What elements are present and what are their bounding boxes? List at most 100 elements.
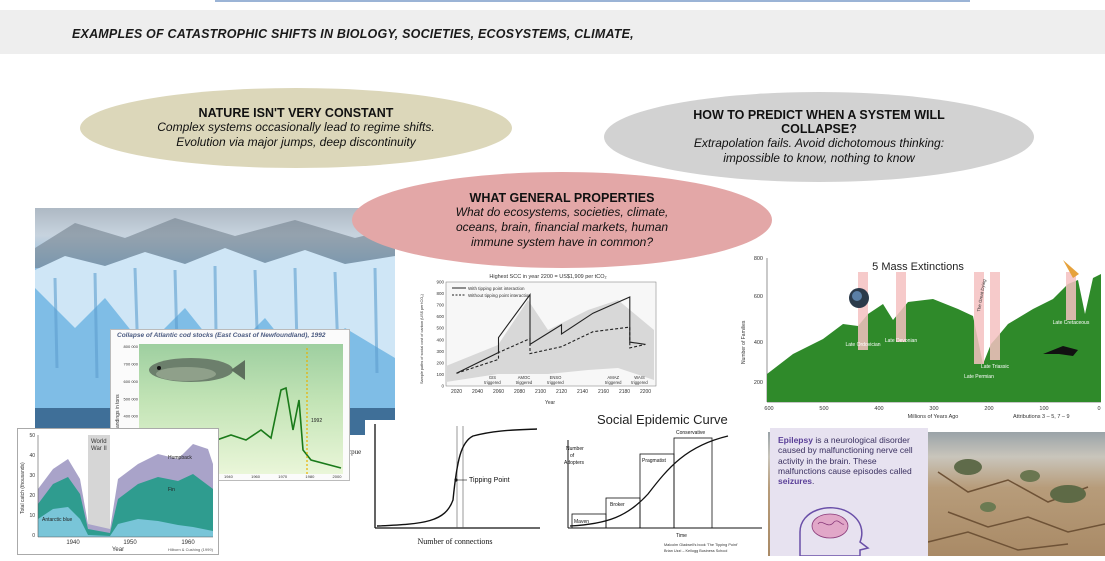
extinctions-ylabel: Number of Families <box>741 320 747 364</box>
scc-solid-series <box>456 293 646 374</box>
predict-line-1: Extrapolation fails. Avoid dichotomous t… <box>693 136 945 150</box>
predict-heading-2: COLLAPSE? <box>781 122 857 136</box>
scc-y-tick: 0 <box>441 384 444 389</box>
event-triassic: Late Triassic <box>981 364 1010 370</box>
scc-legend-2: Without tipping point interaction <box>468 293 531 298</box>
scc-y-tick: 300 <box>436 349 444 354</box>
ww2-label-1: World <box>91 439 107 445</box>
ext-y-tick: 400 <box>754 340 763 346</box>
ext-y-tick: 800 <box>754 256 763 262</box>
cod-y-tick: 400 000 <box>124 414 139 419</box>
catch-y-tick: 10 <box>29 513 35 519</box>
epi-ylabel-2: of <box>570 453 575 459</box>
extinctions-xlabel: Millions of Years Ago <box>908 414 959 420</box>
catch-y-tick: 0 <box>32 533 35 539</box>
epilepsy-emph: seizures <box>778 476 813 487</box>
cod-x-tick: 1960 <box>251 474 261 479</box>
ext-x-tick: 300 <box>929 406 938 412</box>
ww2-label-2: War II <box>91 446 107 452</box>
epilepsy-card: Epilepsy is a neurological disorder caus… <box>770 428 928 556</box>
stage-maven: Maven <box>574 519 589 525</box>
tipping-label: Tipping Point <box>469 477 510 484</box>
scc-y-tick: 800 <box>436 291 444 296</box>
scc-x-tick: 2040 <box>472 389 483 395</box>
ext-x-tick: 200 <box>984 406 993 412</box>
extinctions-credit: Attributions 3 – 5, 7 – 9 <box>1013 414 1070 420</box>
great-dying-label: The Great Dying <box>976 278 987 312</box>
scc-trigger-label: GIS <box>489 375 496 380</box>
nature-line-1: Complex systems occasionally lead to reg… <box>157 120 435 134</box>
cod-y-tick: 700 000 <box>124 361 139 366</box>
catch-x-tick: 1950 <box>123 540 137 546</box>
catch-x-tick: 1940 <box>66 540 80 546</box>
epi-xlabel: Time <box>676 533 687 539</box>
scc-y-tick: 500 <box>436 326 444 331</box>
ext-y-tick: 200 <box>754 380 763 386</box>
ext-y-tick: 600 <box>754 294 763 300</box>
series-blue: Antarctic blue <box>42 517 73 523</box>
scc-x-tick: 2180 <box>619 389 630 395</box>
scc-trigger-label: AMAZ <box>607 375 619 380</box>
epi-ylabel-1: Number <box>566 446 584 452</box>
tipping-chart-svg: Tipping Point Number of connections <box>374 424 540 546</box>
scc-y-tick: 400 <box>436 337 444 342</box>
epilepsy-text: Epilepsy is a neurological disorder caus… <box>778 435 920 486</box>
properties-bubble: WHAT GENERAL PROPERTIES What do ecosyste… <box>352 172 772 268</box>
cod-chart-title: Collapse of Atlantic cod stocks (East Co… <box>117 332 326 339</box>
slide-title: EXAMPLES OF CATASTROPHIC SHIFTS IN BIOLO… <box>72 27 634 41</box>
stage-conservative: Conservative <box>676 430 705 436</box>
cracked-earth-illustration <box>927 459 1105 551</box>
extinctions-title: 5 Mass Extinctions <box>872 261 964 273</box>
series-fin: Fin <box>168 487 175 493</box>
scc-x-tick: 2060 <box>493 389 504 395</box>
scc-trigger-label: WAIS <box>634 375 645 380</box>
cod-y-tick: 800 000 <box>124 344 139 349</box>
stage-pragmatist: Pragmatist <box>642 458 667 464</box>
epidemic-title: Social Epidemic Curve <box>597 412 728 427</box>
top-rule <box>215 0 970 2</box>
scc-y-tick: 600 <box>436 314 444 319</box>
epilepsy-end: . <box>812 476 815 487</box>
scc-x-tick: 2020 <box>451 389 462 395</box>
scc-chart: Highest SCC in year 2200 = US$1,909 per … <box>418 270 666 406</box>
series-humpback: Humpback <box>168 455 192 461</box>
scc-y-tick: 900 <box>436 280 444 285</box>
tipping-xlabel: Number of connections <box>417 537 492 546</box>
cod-x-tick: 1940 <box>224 474 234 479</box>
cod-annotation: 1992 <box>311 418 322 424</box>
catch-y-tick: 20 <box>29 493 35 499</box>
event-permian: Late Permian <box>964 374 994 380</box>
epidemic-chart-svg: Maven Broker Pragmatist Conservative Num… <box>564 430 762 553</box>
epi-ylabel-3: Adopters <box>564 460 585 466</box>
scc-trigger-label: triggered <box>484 380 501 385</box>
properties-line-3: immune system have in common? <box>470 234 654 249</box>
nature-bubble: NATURE ISN'T VERY CONSTANT Complex syste… <box>80 88 512 168</box>
scc-trigger-label: triggered <box>605 380 622 385</box>
catch-y-tick: 40 <box>29 453 35 459</box>
tipping-point-chart: Tipping Point Number of connections <box>365 420 545 556</box>
catch-credit: Hilborn & Cushing (1999) <box>168 547 214 552</box>
cod-x-tick: 2000 <box>333 474 343 479</box>
properties-line-1: What do ecosystems, societies, climate, <box>455 204 669 219</box>
nature-line-2: Evolution via major jumps, deep disconti… <box>176 135 416 149</box>
event-ordovician: Late Ordovician <box>845 342 880 348</box>
scc-x-tick: 2100 <box>535 389 546 395</box>
cod-y-tick: 600 000 <box>124 379 139 384</box>
brain-head-icon <box>799 507 870 556</box>
properties-heading: WHAT GENERAL PROPERTIES <box>469 190 655 205</box>
catch-xlabel: Year <box>112 547 124 553</box>
catch-y-tick: 30 <box>29 473 35 479</box>
catch-ylabel: Total catch (thousands) <box>20 462 26 514</box>
ext-x-tick: 500 <box>819 406 828 412</box>
scc-x-tick: 2140 <box>577 389 588 395</box>
stage-broker: Broker <box>610 502 625 508</box>
scc-y-tick: 100 <box>436 372 444 377</box>
cpue-label: cpue <box>348 448 362 456</box>
epi-credit-1: Malcolm Gladwell's book 'The Tipping Poi… <box>664 543 738 547</box>
cod-y-tick: 500 000 <box>124 396 139 401</box>
predict-line-2: impossible to know, nothing to know <box>723 151 915 165</box>
catch-y-tick: 50 <box>29 433 35 439</box>
scc-x-tick: 2080 <box>514 389 525 395</box>
